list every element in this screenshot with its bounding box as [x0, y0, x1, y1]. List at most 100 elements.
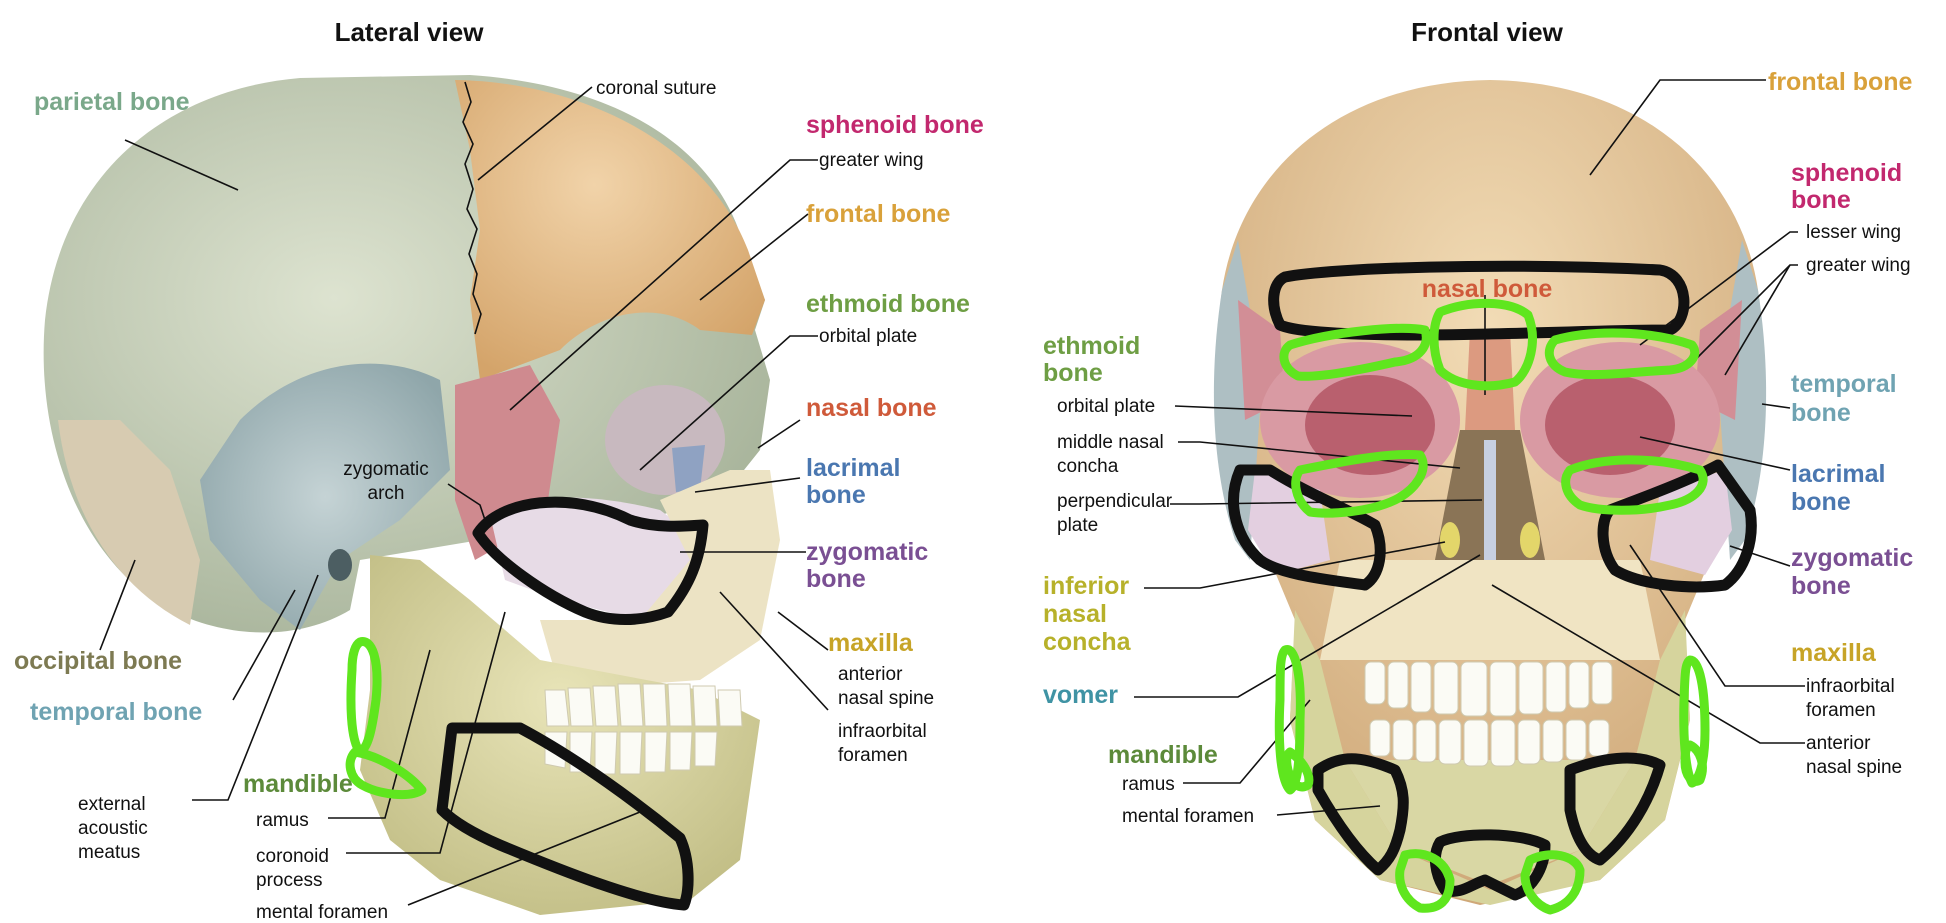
label-greater-wing-lateral: greater wing: [819, 150, 924, 171]
lateral-lacrimal-bone: [672, 445, 705, 492]
lateral-occipital-bone: [58, 420, 200, 625]
label-zygomatic-bone-lateral-1: zygomatic: [806, 538, 928, 566]
lateral-green-outline-ramus: [346, 637, 382, 757]
label-lacrimal-bone-frontal-2: bone: [1791, 488, 1851, 516]
label-coronal-suture: coronal suture: [596, 78, 716, 99]
lateral-teeth: [544, 683, 743, 775]
label-anterior-nasal-spine-lateral-2: nasal spine: [838, 688, 934, 709]
frontal-black-outline-left-jaw: [1312, 753, 1409, 876]
label-infraorbital-foramen-frontal-2: foramen: [1806, 700, 1876, 721]
label-infraorbital-foramen-lateral-1: infraorbital: [838, 721, 927, 742]
label-greater-wing-frontal: greater wing: [1806, 255, 1911, 276]
label-ethmoid-bone-lateral: ethmoid bone: [806, 290, 970, 318]
label-infraorbital-foramen-lateral-2: foramen: [838, 745, 908, 766]
label-infraorbital-foramen-frontal-1: infraorbital: [1806, 676, 1895, 697]
label-ramus-lateral: ramus: [256, 810, 309, 831]
lateral-orbit: [605, 385, 725, 495]
label-external-acoustic-meatus-3: meatus: [78, 842, 140, 863]
frontal-green-outline-right-brow: [1544, 328, 1700, 380]
label-maxilla-lateral: maxilla: [828, 629, 914, 657]
label-occipital-bone: occipital bone: [14, 647, 182, 675]
lateral-leader-lines: [99, 86, 829, 906]
label-ramus-frontal: ramus: [1122, 774, 1175, 795]
frontal-green-outline-left-ramus: [1274, 645, 1305, 795]
frontal-inferior-concha-right: [1520, 522, 1540, 558]
label-anterior-nasal-spine-lateral-1: anterior: [838, 664, 903, 685]
label-zygomatic-arch-1: zygomatic: [343, 459, 429, 480]
frontal-orbit-right-inner: [1545, 375, 1675, 475]
label-perpendicular-plate-2: plate: [1057, 515, 1098, 536]
label-external-acoustic-meatus-2: acoustic: [78, 818, 148, 839]
label-anterior-nasal-spine-frontal-1: anterior: [1806, 733, 1871, 754]
label-ethmoid-bone-frontal-2: bone: [1043, 359, 1103, 387]
lateral-frontal-bone: [455, 80, 765, 380]
frontal-black-outline-right-cheek: [1597, 459, 1757, 593]
frontal-green-outline-left-chin: [1395, 849, 1455, 913]
label-mandible-lateral: mandible: [243, 770, 353, 798]
label-frontal-bone-frontal: frontal bone: [1768, 68, 1913, 96]
label-middle-nasal-concha-2: concha: [1057, 456, 1119, 477]
lateral-maxilla: [540, 470, 780, 690]
frontal-annotations: [1228, 260, 1757, 915]
frontal-perpendicular-plate: [1484, 440, 1496, 560]
label-zygomatic-bone-lateral-2: bone: [806, 565, 866, 593]
lateral-green-outline-angle: [345, 747, 427, 799]
label-ethmoid-bone-frontal-1: ethmoid: [1043, 332, 1140, 360]
label-middle-nasal-concha-1: middle nasal: [1057, 432, 1164, 453]
label-lacrimal-bone-frontal-1: lacrimal: [1791, 460, 1886, 488]
label-sphenoid-bone-frontal-1: sphenoid: [1791, 159, 1902, 187]
label-perpendicular-plate-1: perpendicular: [1057, 491, 1173, 512]
label-coronoid-process-2: process: [256, 870, 323, 891]
frontal-inferior-concha-left: [1440, 522, 1460, 558]
label-nasal-bone-frontal: nasal bone: [1422, 275, 1553, 303]
label-sphenoid-bone: sphenoid bone: [806, 111, 984, 139]
frontal-green-outline-right-chin: [1520, 850, 1585, 915]
frontal-nasal-bone: [1465, 330, 1515, 430]
label-mental-foramen-frontal: mental foramen: [1122, 806, 1254, 827]
frontal-black-outline-left-cheek: [1228, 464, 1386, 591]
label-frontal-bone-lateral: frontal bone: [806, 200, 951, 228]
label-inferior-nasal-concha-3: concha: [1043, 628, 1132, 656]
lateral-ear-canal: [328, 549, 352, 581]
frontal-labels: frontal bone sphenoid bone lesser wing g…: [1043, 68, 1913, 827]
label-vomer: vomer: [1043, 681, 1118, 709]
frontal-teeth: [1364, 661, 1613, 767]
label-parietal-bone: parietal bone: [34, 88, 190, 116]
lateral-black-outline-mandible: [436, 722, 694, 911]
lateral-view-title: Lateral view: [335, 17, 485, 47]
frontal-green-outline-right-angle: [1680, 740, 1707, 786]
frontal-green-outline-left-brow: [1279, 323, 1431, 381]
lateral-annotations: [345, 496, 709, 911]
label-zygomatic-arch-2: arch: [368, 483, 405, 504]
label-temporal-bone-frontal-2: bone: [1791, 399, 1851, 427]
label-coronoid-process-1: coronoid: [256, 846, 329, 867]
frontal-green-outline-left-angle: [1282, 747, 1314, 792]
frontal-green-outline-nasal: [1429, 298, 1537, 391]
label-sphenoid-bone-frontal-2: bone: [1791, 186, 1851, 214]
label-anterior-nasal-spine-frontal-2: nasal spine: [1806, 757, 1902, 778]
label-zygomatic-bone-frontal-1: zygomatic: [1791, 544, 1913, 572]
lateral-temporal-bone: [200, 363, 450, 630]
lateral-coronal-suture: [462, 81, 482, 335]
frontal-orbit-left-inner: [1305, 375, 1435, 475]
frontal-zygomatic-right: [1650, 470, 1732, 575]
label-mandible-frontal: mandible: [1108, 741, 1218, 769]
label-inferior-nasal-concha-1: inferior: [1043, 572, 1129, 600]
frontal-green-outline-right-orbit: [1561, 455, 1708, 515]
label-lesser-wing: lesser wing: [1806, 222, 1901, 243]
lateral-skull-illustration: [43, 75, 780, 915]
label-temporal-bone-lateral: temporal bone: [30, 698, 202, 726]
label-nasal-bone-lateral: nasal bone: [806, 394, 937, 422]
label-inferior-nasal-concha-2: nasal: [1043, 600, 1107, 628]
frontal-maxilla: [1320, 560, 1660, 660]
label-temporal-bone-frontal-1: temporal: [1791, 370, 1897, 398]
label-external-acoustic-meatus-1: external: [78, 794, 146, 815]
frontal-green-outline-left-orbit: [1291, 450, 1428, 518]
label-zygomatic-bone-frontal-2: bone: [1791, 572, 1851, 600]
frontal-view-title: Frontal view: [1411, 17, 1563, 47]
lateral-labels: parietal bone coronal suture sphenoid bo…: [14, 78, 984, 923]
label-maxilla-frontal: maxilla: [1791, 639, 1877, 667]
label-orbital-plate-frontal: orbital plate: [1057, 396, 1155, 417]
label-orbital-plate-lateral: orbital plate: [819, 326, 917, 347]
